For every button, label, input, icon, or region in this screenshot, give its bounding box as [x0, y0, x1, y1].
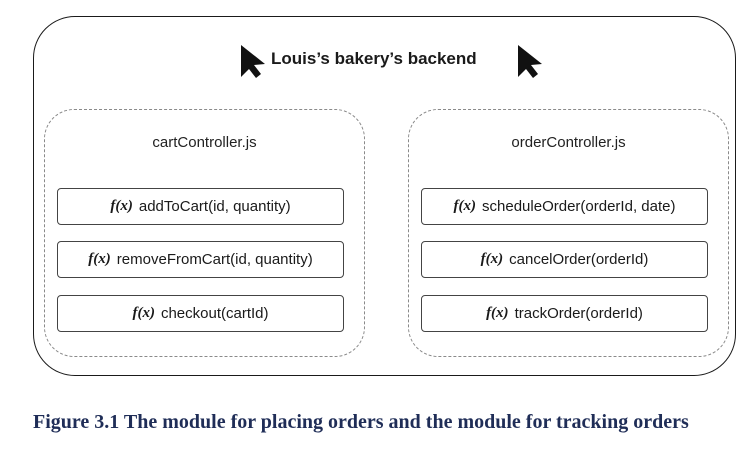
function-label: scheduleOrder(orderId, date)	[482, 198, 676, 215]
function-checkout: f(x) checkout(cartId)	[57, 295, 344, 332]
function-cancel-order: f(x) cancelOrder(orderId)	[421, 241, 708, 278]
figure-caption: Figure 3.1 The module for placing orders…	[33, 411, 689, 433]
function-label: cancelOrder(orderId)	[509, 251, 649, 268]
function-label: checkout(cartId)	[160, 305, 269, 322]
backend-container: Louis’s bakery’s backend cartController.…	[33, 16, 736, 376]
backend-title-row: Louis’s bakery’s backend	[34, 43, 735, 81]
function-track-order: f(x) trackOrder(orderId)	[421, 295, 708, 332]
function-label: removeFromCart(id, quantity)	[116, 251, 313, 268]
function-icon: f(x)	[486, 305, 509, 321]
function-label: addToCart(id, quantity)	[138, 198, 291, 215]
cart-controller-module: cartController.js f(x) addToCart(id, qua…	[44, 109, 365, 357]
order-controller-module: orderController.js f(x) scheduleOrder(or…	[408, 109, 729, 357]
function-schedule-order: f(x) scheduleOrder(orderId, date)	[421, 188, 708, 225]
function-icon: f(x)	[480, 251, 504, 267]
cursor-arrow-left-icon	[241, 45, 265, 78]
function-icon: f(x)	[453, 198, 477, 214]
function-label: trackOrder(orderId)	[514, 305, 643, 322]
module-title: orderController.js	[511, 134, 626, 151]
cursor-arrow-right-icon	[518, 45, 542, 78]
module-title: cartController.js	[152, 134, 257, 151]
backend-title: Louis’s bakery’s backend	[271, 49, 477, 68]
function-add-to-cart: f(x) addToCart(id, quantity)	[57, 188, 344, 225]
function-remove-from-cart: f(x) removeFromCart(id, quantity)	[57, 241, 344, 278]
function-icon: f(x)	[110, 198, 133, 214]
function-icon: f(x)	[132, 305, 155, 321]
function-icon: f(x)	[88, 251, 111, 267]
